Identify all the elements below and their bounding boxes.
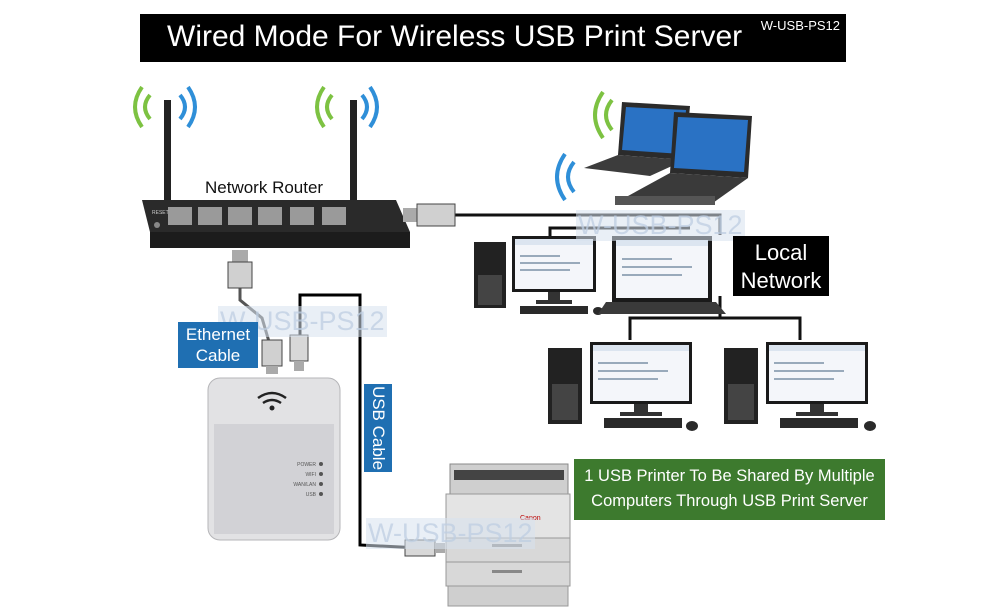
computer-4-icon <box>724 342 876 431</box>
page-title: Wired Mode For Wireless USB Print Server <box>167 20 743 53</box>
print-server-device: POWER WIFI WAN/LAN USB <box>207 377 341 541</box>
ethernet-cable-label: Ethernet Cable <box>178 322 258 368</box>
share-caption-line1: 1 USB Printer To Be Shared By Multiple <box>584 467 875 485</box>
usb-cable-label-text: USB Cable <box>369 385 388 471</box>
led-label-wifi: WIFI <box>305 472 316 478</box>
share-caption-line2: Computers Through USB Print Server <box>591 492 868 510</box>
computer-2-icon <box>598 236 726 314</box>
server-ethernet-connector-icon <box>261 339 283 374</box>
router-label: Network Router <box>205 178 324 197</box>
router-wifi-right-icon <box>315 85 379 129</box>
printer-icon: Canon <box>445 463 571 607</box>
local-network-label: Local Network <box>733 236 829 296</box>
laptop-back-icon <box>584 102 690 176</box>
router-reset-label: RESET <box>152 210 169 216</box>
led-label-power: POWER <box>297 462 316 468</box>
led-label-wan-lan: WAN/LAN <box>293 482 316 488</box>
router-icon: RESET <box>142 100 410 248</box>
router-side-connector-icon <box>403 203 456 227</box>
printer-sharing-caption: 1 USB Printer To Be Shared By Multiple C… <box>574 459 885 520</box>
local-network-bus-right <box>720 316 802 340</box>
model-tag: W-USB-PS12 <box>760 18 840 33</box>
led-label-usb: USB <box>306 492 317 498</box>
server-usb-connector-icon <box>289 334 309 371</box>
router-bottom-connector-icon <box>227 250 253 289</box>
usb-cable-label: USB Cable <box>364 384 392 472</box>
watermark-bottom: W-USB-PS12 <box>366 518 535 549</box>
ethernet-label-line2: Cable <box>195 346 241 365</box>
laptop-wifi-icon <box>555 90 614 202</box>
laptop-front-icon <box>615 112 752 205</box>
title-banner: Wired Mode For Wireless USB Print Server… <box>140 14 846 62</box>
router-wifi-left-icon <box>133 85 197 129</box>
watermark-top: W-USB-PS12 <box>576 210 745 241</box>
ethernet-label-line1: Ethernet <box>185 325 251 344</box>
local-label-line1: Local <box>754 240 808 265</box>
local-label-line2: Network <box>740 268 822 293</box>
computer-3-icon <box>548 342 698 431</box>
computer-1-icon <box>474 236 603 315</box>
